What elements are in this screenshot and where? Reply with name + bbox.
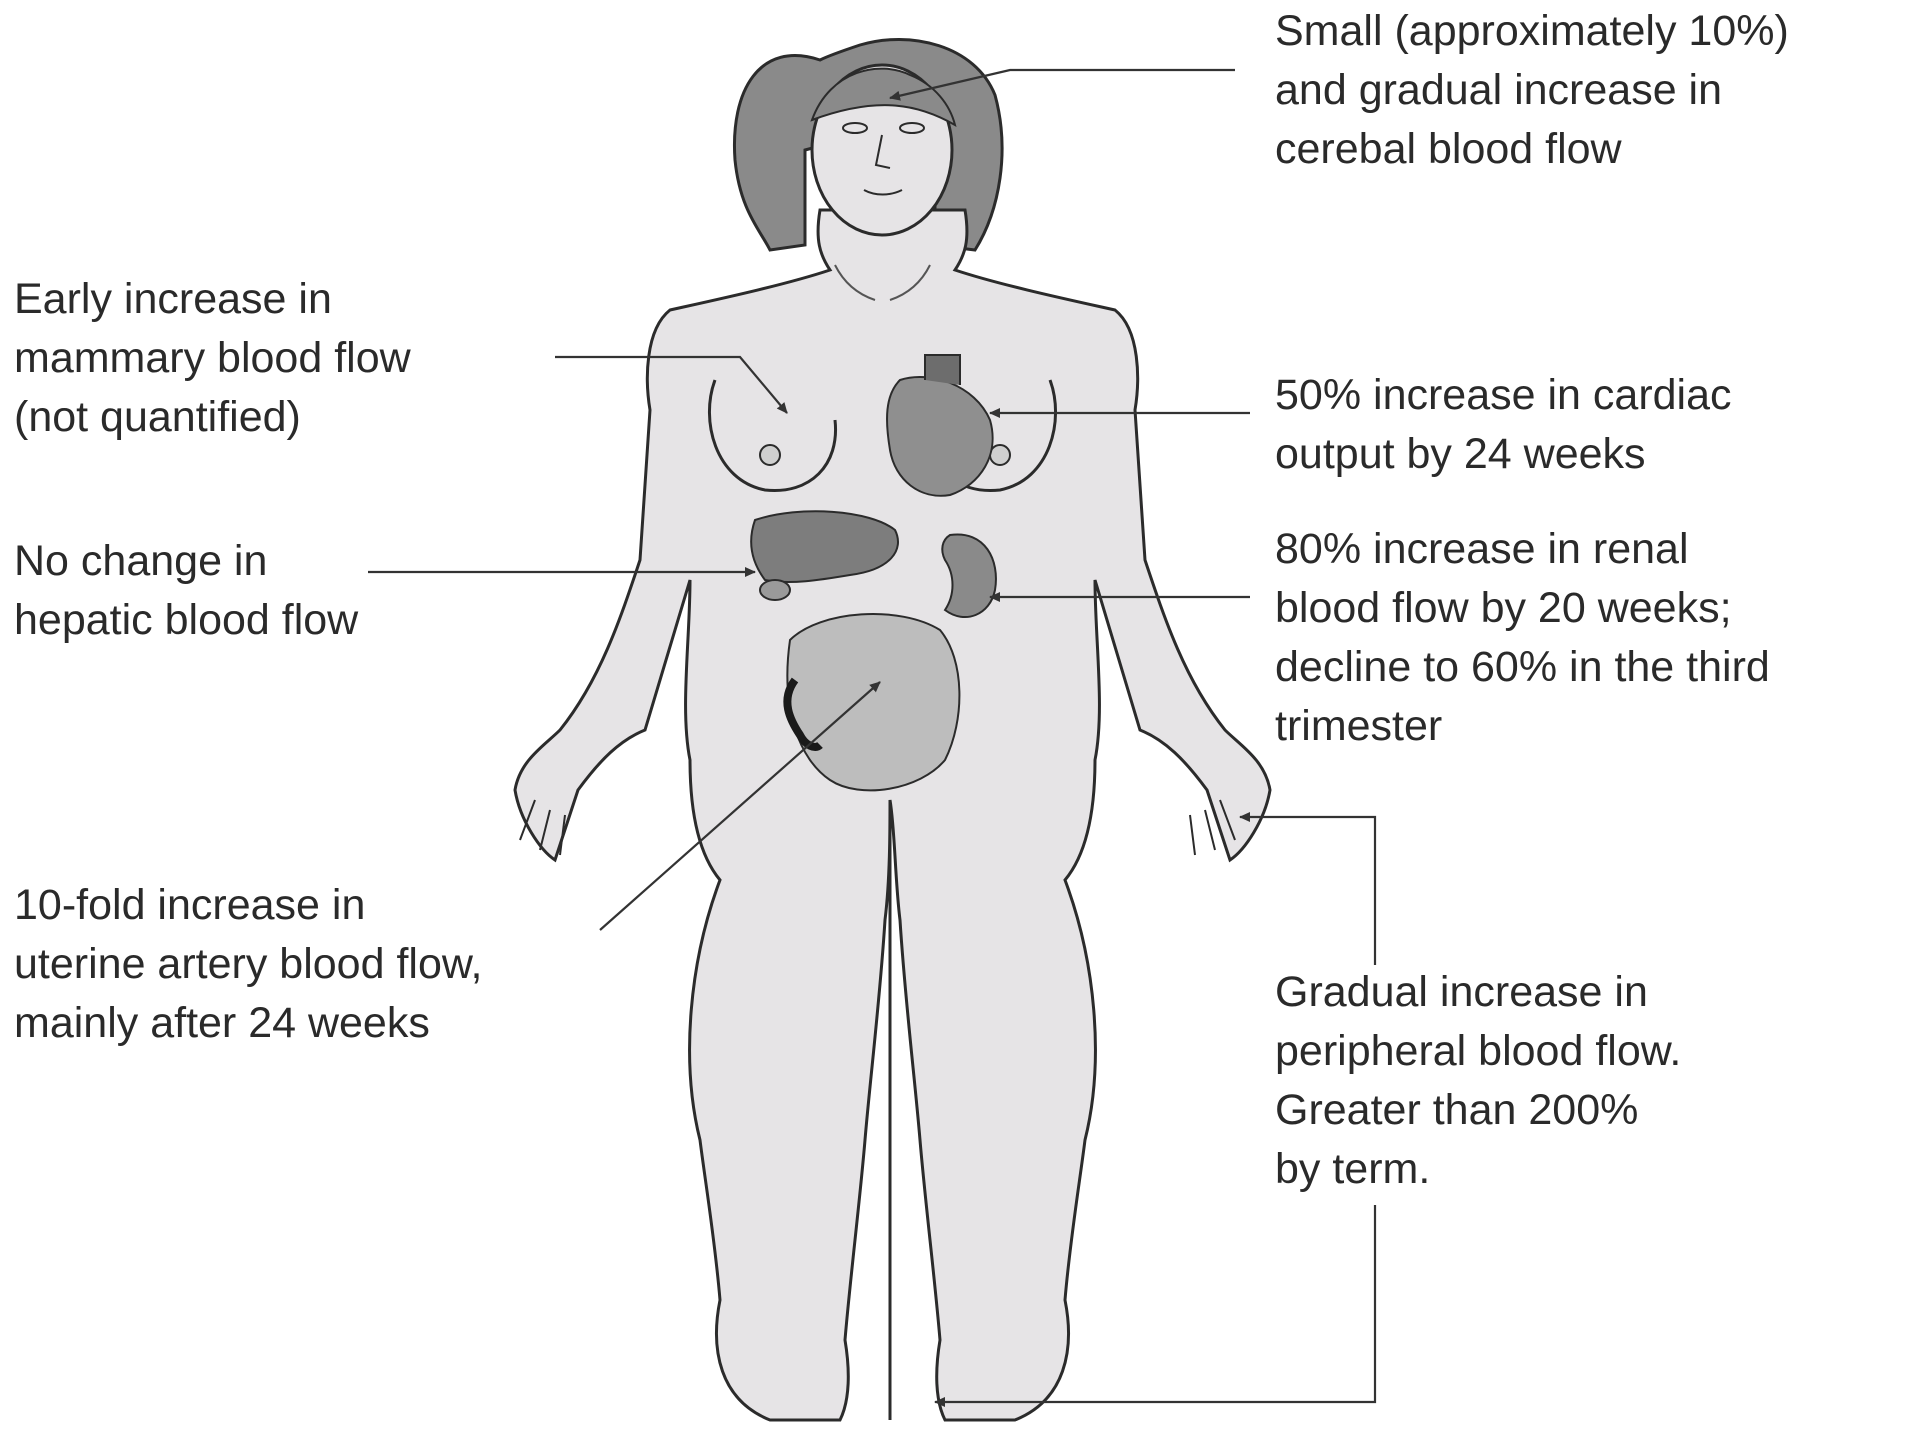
annotation-renal-line-3: decline to 60% in the third: [1275, 638, 1770, 697]
leader-peripheral-hand: [1240, 817, 1375, 965]
annotation-renal-line-1: 80% increase in renal: [1275, 520, 1770, 579]
uterus-organ: [787, 614, 959, 790]
annotation-cerebral-line-2: and gradual increase in: [1275, 61, 1789, 120]
annotation-peripheral: Gradual increase in peripheral blood flo…: [1275, 963, 1681, 1199]
heart-vessels: [925, 355, 960, 385]
annotation-peripheral-line-4: by term.: [1275, 1140, 1681, 1199]
annotation-mammary: Early increase in mammary blood flow (no…: [14, 270, 411, 447]
annotation-uterine: 10-fold increase in uterine artery blood…: [14, 876, 483, 1053]
annotation-uterine-line-2: uterine artery blood flow,: [14, 935, 483, 994]
annotation-mammary-line-1: Early increase in: [14, 270, 411, 329]
annotation-cerebral-line-3: cerebal blood flow: [1275, 120, 1789, 179]
left-nipple: [760, 445, 780, 465]
annotation-hepatic: No change in hepatic blood flow: [14, 532, 358, 650]
annotation-cerebral-line-1: Small (approximately 10%): [1275, 2, 1789, 61]
annotation-peripheral-line-2: peripheral blood flow.: [1275, 1022, 1681, 1081]
annotation-hepatic-line-1: No change in: [14, 532, 358, 591]
annotation-hepatic-line-2: hepatic blood flow: [14, 591, 358, 650]
annotation-cardiac-line-2: output by 24 weeks: [1275, 425, 1732, 484]
annotation-cardiac-line-1: 50% increase in cardiac: [1275, 366, 1732, 425]
annotation-renal-line-4: trimester: [1275, 697, 1770, 756]
annotation-peripheral-line-3: Greater than 200%: [1275, 1081, 1681, 1140]
annotation-uterine-line-1: 10-fold increase in: [14, 876, 483, 935]
annotation-cardiac: 50% increase in cardiac output by 24 wee…: [1275, 366, 1732, 484]
annotation-renal-line-2: blood flow by 20 weeks;: [1275, 579, 1770, 638]
annotation-peripheral-line-1: Gradual increase in: [1275, 963, 1681, 1022]
annotation-renal: 80% increase in renal blood flow by 20 w…: [1275, 520, 1770, 756]
annotation-mammary-line-2: mammary blood flow: [14, 329, 411, 388]
annotation-uterine-line-3: mainly after 24 weeks: [14, 994, 483, 1053]
gallbladder: [760, 580, 790, 600]
right-nipple: [990, 445, 1010, 465]
annotation-cerebral: Small (approximately 10%) and gradual in…: [1275, 2, 1789, 179]
annotation-mammary-line-3: (not quantified): [14, 388, 411, 447]
